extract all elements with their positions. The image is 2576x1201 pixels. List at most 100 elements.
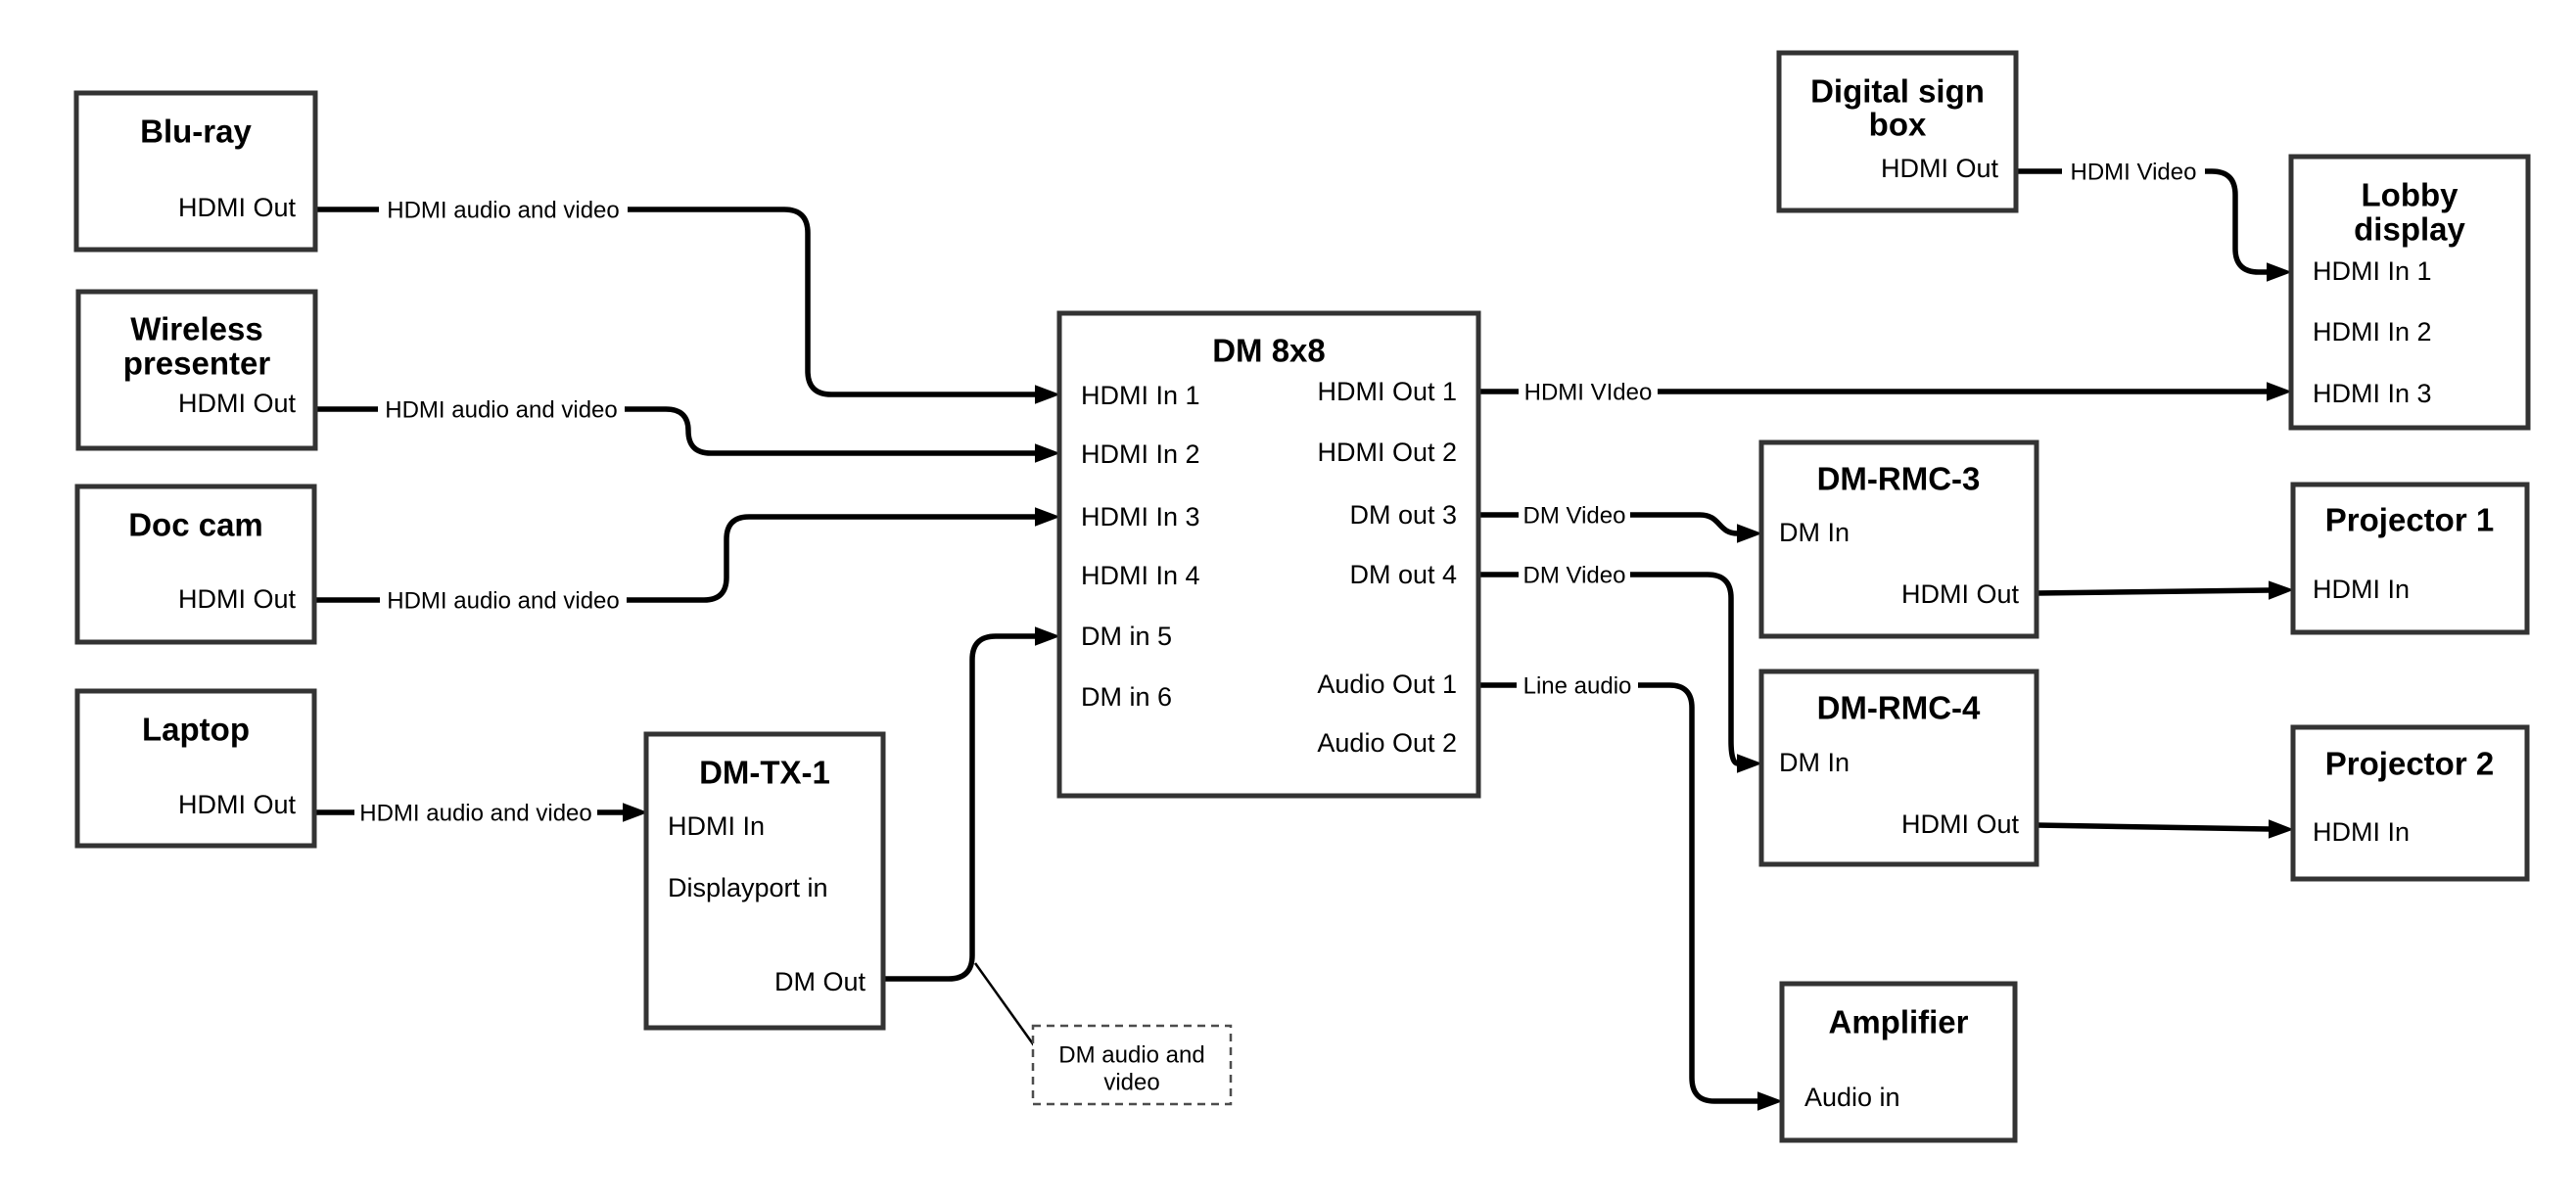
doccam-box: [74, 484, 317, 645]
wire-label-doccam: HDMI audio and video: [387, 588, 619, 615]
dmrmc4-port-hdmi-out: HDMI Out: [1901, 809, 2020, 839]
callout-box: [1031, 1024, 1233, 1106]
wire-label-hdmi-video-digitalsign: HDMI Video: [2071, 160, 2197, 186]
node-doccam: Doc cam HDMI Out: [74, 484, 317, 645]
dmrmc3-box: [1758, 439, 2039, 639]
lobby-display-port-hdmi-in-2: HDMI In 2: [2313, 317, 2432, 346]
callout-text-line2: video: [1103, 1070, 1159, 1096]
dmrmc4-port-dm-in: DM In: [1779, 748, 1850, 777]
projector1-box: [2290, 482, 2530, 635]
dmtx1-title: DM-TX-1: [699, 755, 830, 791]
wire-labels: HDMI audio and video HDMI audio and vide…: [354, 155, 2205, 831]
digital-sign-port-hdmi-out: HDMI Out: [1881, 154, 1999, 183]
wire-label-dm-video-out4: DM Video: [1523, 563, 1626, 589]
wireless-presenter-port-hdmi-out: HDMI Out: [178, 389, 297, 418]
wire-rmc3-to-projector1: [2036, 580, 2294, 600]
wire-rmc4-to-projector2: [2036, 819, 2294, 839]
projector2-title: Projector 2: [2325, 746, 2494, 782]
callout-leader-line: [973, 962, 1036, 1046]
wire-label-wireless: HDMI audio and video: [385, 397, 617, 424]
dmrmc3-port-hdmi-out: HDMI Out: [1901, 579, 2020, 609]
dmrmc4-title: DM-RMC-4: [1817, 690, 1981, 726]
node-digital-sign-box: Digital sign box HDMI Out: [1776, 50, 2019, 213]
laptop-title: Laptop: [142, 712, 250, 748]
wire-label-laptop: HDMI audio and video: [359, 801, 591, 827]
label-bg: [378, 392, 625, 428]
node-wireless-presenter: Wireless presenter HDMI Out: [75, 289, 318, 451]
bluray-box: [73, 90, 318, 253]
digital-sign-title-line1: Digital sign: [1810, 73, 1985, 110]
node-dm8x8: DM 8x8 HDMI In 1 HDMI In 2 HDMI In 3 HDM…: [1056, 310, 1481, 799]
doccam-port-hdmi-out: HDMI Out: [178, 584, 297, 614]
digital-sign-box: [1776, 50, 2019, 213]
dm8x8-port-hdmi-in-2: HDMI In 2: [1081, 439, 1200, 469]
bluray-port-hdmi-out: HDMI Out: [178, 193, 297, 222]
label-bg: [354, 795, 597, 831]
wire-digitalsign-to-lobby: [2016, 168, 2292, 282]
dmtx1-port-dm-out: DM Out: [774, 967, 866, 996]
node-projector2: Projector 2 HDMI In: [2290, 724, 2530, 882]
node-projector1: Projector 1 HDMI In: [2290, 482, 2530, 635]
lobby-display-box: [2288, 154, 2531, 431]
dm8x8-port-dm-out-3: DM out 3: [1349, 500, 1457, 530]
dm8x8-port-dm-in-5: DM in 5: [1081, 622, 1172, 651]
wire-label-hdmi-video-out1: HDMI VIdeo: [1524, 380, 1653, 406]
dmtx1-port-displayport-in: Displayport in: [668, 873, 828, 902]
wire-dm8x8-out3-to-rmc3: [1478, 512, 1762, 543]
projector1-title: Projector 1: [2325, 502, 2494, 538]
dmtx1-port-hdmi-in: HDMI In: [668, 811, 765, 841]
wire-dm8x8-out4-to-rmc4: [1478, 572, 1762, 773]
label-bg: [1519, 558, 1630, 592]
dm8x8-port-dm-in-6: DM in 6: [1081, 682, 1172, 712]
lobby-display-title-line2: display: [2354, 211, 2465, 248]
label-bg: [1519, 375, 1658, 409]
amplifier-port-audio-in: Audio in: [1804, 1083, 1900, 1112]
label-bg: [1517, 669, 1638, 703]
wire-dmtx1-to-dm8x8: [883, 626, 1060, 982]
lobby-display-port-hdmi-in-3: HDMI In 3: [2313, 379, 2432, 408]
dm8x8-port-hdmi-in-3: HDMI In 3: [1081, 502, 1200, 531]
wireless-presenter-title-line1: Wireless: [130, 311, 262, 347]
dmrmc3-port-dm-in: DM In: [1779, 518, 1850, 547]
wire-bluray-to-dm8x8: [315, 207, 1060, 404]
dmrmc3-title: DM-RMC-3: [1817, 461, 1981, 497]
wire-doccam-to-dm8x8: [315, 507, 1060, 603]
dm8x8-port-hdmi-out-1: HDMI Out 1: [1317, 377, 1457, 406]
wire-dm8x8-audio1-to-amplifier: [1478, 682, 1783, 1111]
doccam-title: Doc cam: [128, 507, 263, 543]
bluray-title: Blu-ray: [140, 114, 252, 150]
dmrmc4-box: [1758, 669, 2039, 867]
dm8x8-port-audio-out-2: Audio Out 2: [1317, 728, 1457, 758]
wire-wireless-to-dm8x8: [315, 406, 1060, 463]
dmtx1-box: [643, 731, 886, 1031]
projector2-box: [2290, 724, 2530, 882]
callout-text-line1: DM audio and: [1058, 1042, 1204, 1069]
dm8x8-port-dm-out-4: DM out 4: [1349, 560, 1457, 589]
node-amplifier: Amplifier Audio in: [1779, 981, 2018, 1143]
label-bg: [1519, 498, 1630, 532]
lobby-display-port-hdmi-in-1: HDMI In 1: [2313, 256, 2432, 286]
node-dmtx1: DM-TX-1 HDMI In Displayport in DM Out: [643, 731, 886, 1031]
amplifier-box: [1779, 981, 2018, 1143]
node-dmrmc4: DM-RMC-4 DM In HDMI Out: [1758, 669, 2039, 867]
wire-label-bluray: HDMI audio and video: [387, 198, 619, 224]
dm8x8-port-audio-out-1: Audio Out 1: [1317, 670, 1457, 699]
digital-sign-title-line2: box: [1869, 107, 1927, 143]
wire-label-dm-video-out3: DM Video: [1523, 503, 1626, 530]
node-bluray: Blu-ray HDMI Out: [73, 90, 318, 253]
laptop-box: [74, 688, 317, 849]
dm8x8-port-hdmi-in-1: HDMI In 1: [1081, 381, 1200, 410]
node-lobby-display: Lobby display HDMI In 1 HDMI In 2 HDMI I…: [2288, 154, 2531, 431]
wire-label-line-audio: Line audio: [1523, 673, 1632, 700]
node-dmrmc3: DM-RMC-3 DM In HDMI Out: [1758, 439, 2039, 639]
node-laptop: Laptop HDMI Out: [74, 688, 317, 849]
lobby-display-title-line1: Lobby: [2362, 177, 2459, 213]
label-bg: [380, 582, 627, 619]
dm8x8-port-hdmi-in-4: HDMI In 4: [1081, 561, 1200, 590]
label-bg: [379, 192, 628, 228]
dm8x8-port-hdmi-out-2: HDMI Out 2: [1317, 438, 1457, 467]
wireless-presenter-title-line2: presenter: [123, 346, 271, 382]
laptop-port-hdmi-out: HDMI Out: [178, 790, 297, 819]
